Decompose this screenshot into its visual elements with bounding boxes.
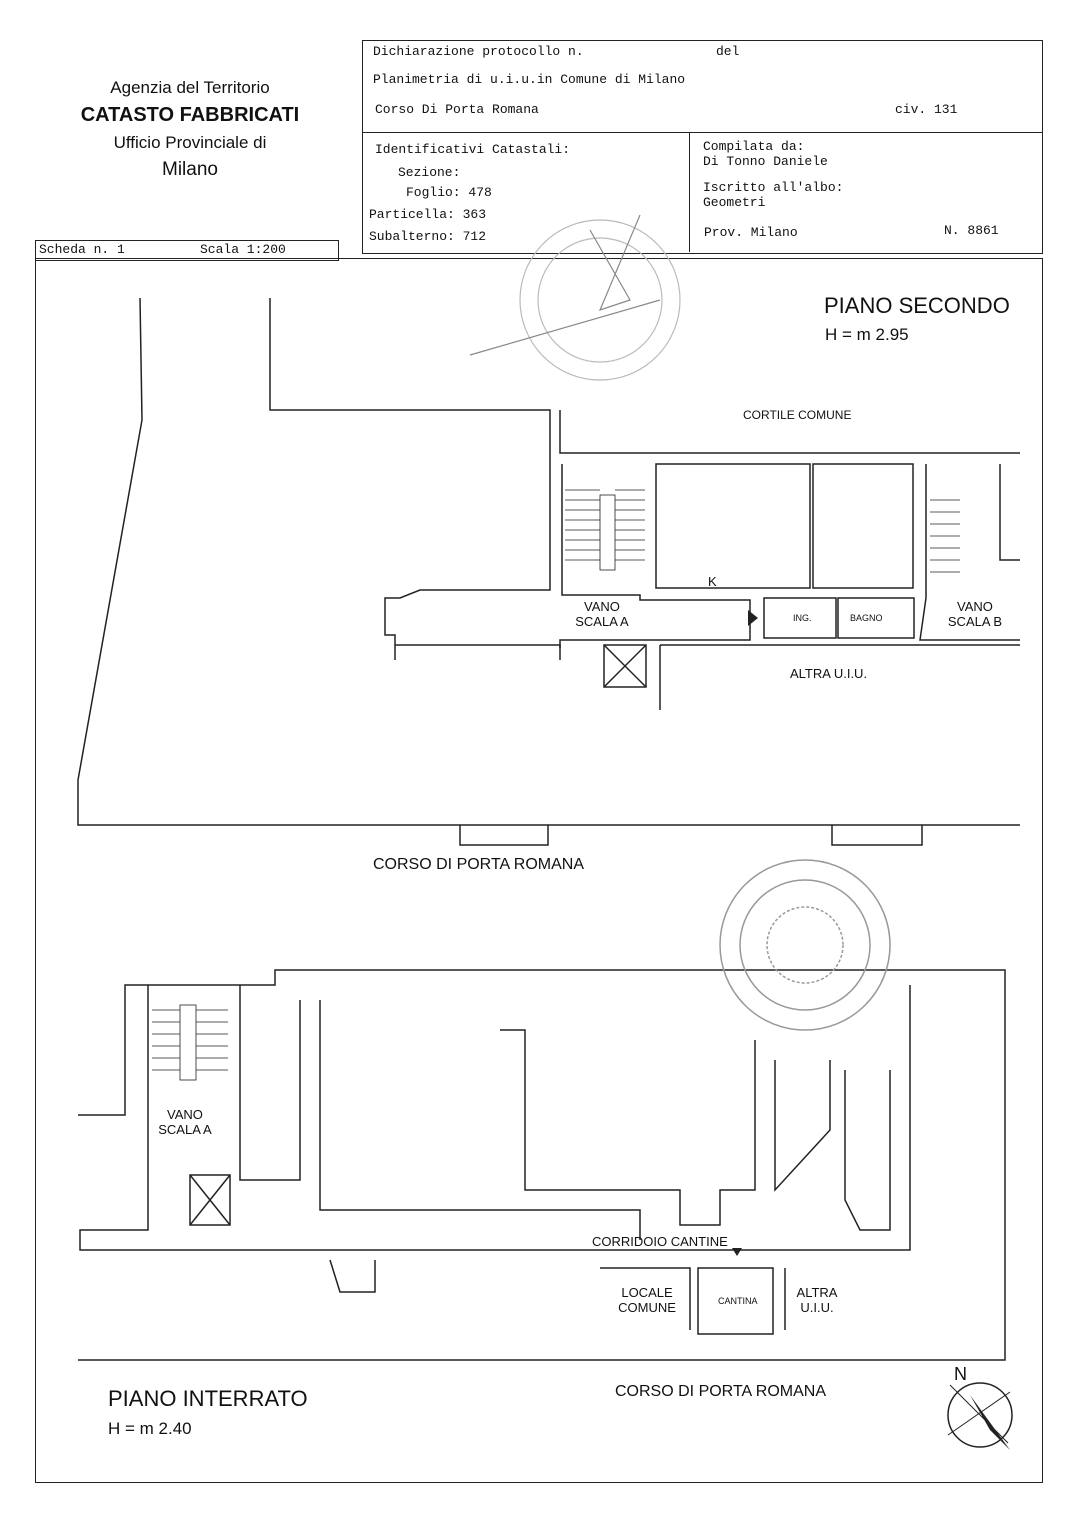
compiled-by-label: Compilata da: <box>703 139 805 154</box>
agency-name: Agenzia del Territorio <box>110 78 270 97</box>
header-box <box>362 40 1043 254</box>
lower-floor-height: H = m 2.40 <box>108 1419 192 1438</box>
catasto-title: CATASTO FABBRICATI <box>80 104 300 126</box>
street-label: CORSO DI PORTA ROMANA <box>615 1383 826 1400</box>
divider <box>362 132 1043 133</box>
room <box>812 463 914 589</box>
lift <box>189 1174 231 1226</box>
scale: Scala 1:200 <box>200 242 286 257</box>
notary-stamp <box>469 214 681 381</box>
entrance-arrow <box>732 1248 742 1256</box>
street-label: CORSO DI PORTA ROMANA <box>373 856 584 873</box>
north-label: N <box>954 1364 967 1384</box>
lower-floor-title: PIANO INTERRATO <box>108 1386 308 1411</box>
room-ing <box>763 597 837 639</box>
del-label: del <box>716 44 740 59</box>
kitchen-label: K <box>708 574 717 589</box>
office-label: Ufficio Provinciale di <box>113 133 267 152</box>
corridor-label: CORRIDOIO CANTINE <box>592 1234 728 1249</box>
building-outline <box>77 297 1020 826</box>
sezione: Sezione: <box>398 165 461 180</box>
foglio: Foglio: 478 <box>406 185 492 200</box>
compiled-by: Di Tonno Daniele <box>703 154 828 169</box>
room-bagno <box>837 597 915 639</box>
room-k <box>655 463 811 589</box>
courtyard-label: CORTILE COMUNE <box>743 408 852 422</box>
wall <box>79 985 911 1251</box>
building-outline <box>269 298 551 660</box>
register-label: Iscritto all'albo: <box>703 180 844 195</box>
courtyard-wall <box>559 410 1020 454</box>
wall <box>559 464 751 648</box>
identifiers-title: Identificativi Catastali: <box>375 142 571 157</box>
upper-floor-height: H = m 2.95 <box>825 325 909 344</box>
wall <box>395 644 561 660</box>
north-arrow-icon <box>947 1382 1013 1450</box>
subalterno: Subalterno: 712 <box>369 229 487 244</box>
register: Geometri <box>703 195 766 210</box>
register-number: N. 8861 <box>944 223 999 238</box>
room-cantina <box>697 1267 774 1335</box>
entrance-label: ING. <box>793 613 812 623</box>
sheet-number: Scheda n. 1 <box>39 242 125 257</box>
particella: Particella: 363 <box>369 207 487 222</box>
comune-stamp <box>719 859 891 1031</box>
bathroom-label: BAGNO <box>850 613 883 623</box>
sheet-box <box>35 240 339 261</box>
protocol-label: Dichiarazione protocollo n. <box>373 44 584 59</box>
province: Prov. Milano <box>704 225 798 240</box>
stair-b-wall <box>919 464 1020 641</box>
address: Corso Di Porta Romana <box>375 102 539 117</box>
divider <box>689 132 690 252</box>
cellar-label: CANTINA <box>718 1296 758 1306</box>
office-city: Milano <box>162 159 218 180</box>
upper-floor-title: PIANO SECONDO <box>824 293 1010 318</box>
plan-label: Planimetria di u.i.u.in Comune di Milano <box>373 72 686 87</box>
lift <box>603 644 647 688</box>
entrance-arrow <box>748 610 758 626</box>
drawing-frame <box>35 258 1043 1483</box>
building-outline <box>78 969 1006 1361</box>
other-unit-label: ALTRA U.I.U. <box>790 666 868 681</box>
civic-number: civ. 131 <box>895 102 958 117</box>
wall <box>999 464 1020 561</box>
